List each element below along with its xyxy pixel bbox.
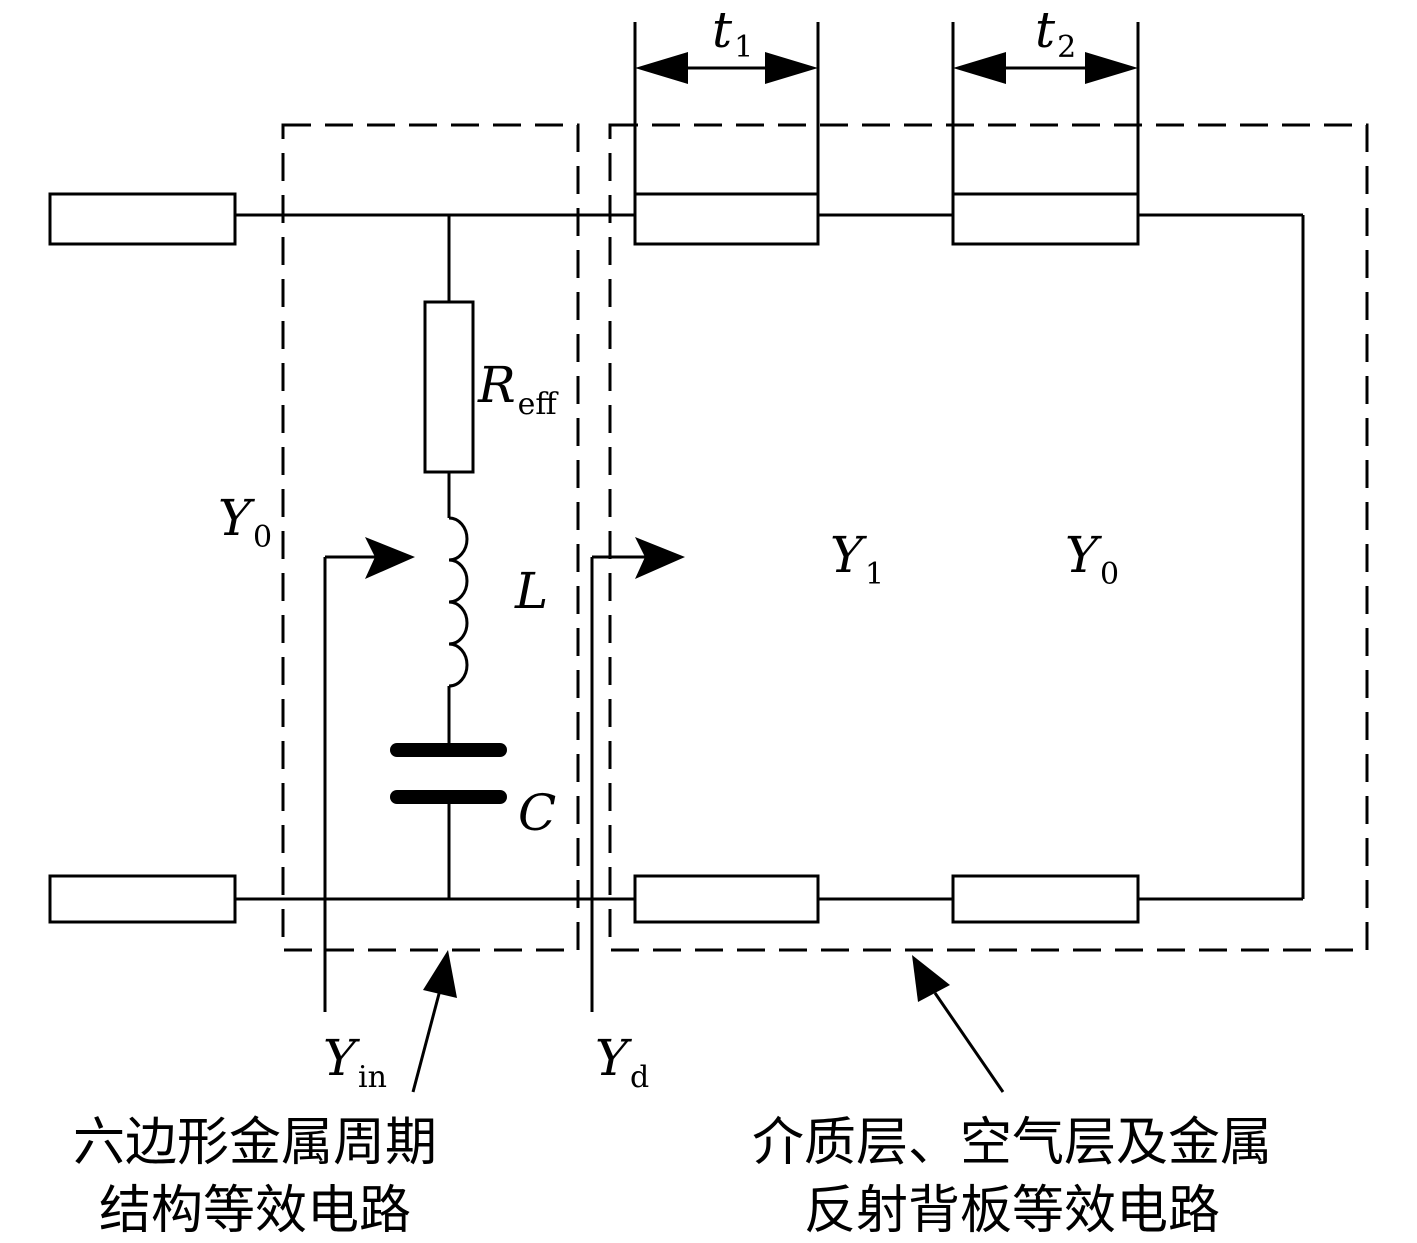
line1-top	[633, 192, 820, 246]
inductor-l	[448, 516, 469, 688]
t1-arrow-left	[635, 52, 688, 84]
left-caption-pointer-head	[423, 950, 457, 998]
t2-arrow-right	[1085, 52, 1138, 84]
y0-left-label: Y0	[218, 489, 272, 555]
yd-label: Yd	[595, 1029, 649, 1095]
t2-label: t2	[1035, 1, 1076, 65]
line2-top	[951, 192, 1140, 246]
fss-dashed-box	[281, 123, 580, 952]
line2-bottom	[951, 874, 1140, 924]
port-bottom	[48, 874, 237, 924]
left-caption-pointer-shaft	[411, 989, 442, 1093]
reff-label: Reff	[477, 356, 559, 422]
line1-bottom	[633, 874, 820, 924]
right-caption-line1: 介质层、空气层及金属	[752, 1113, 1272, 1173]
right-caption-pointer-head	[912, 955, 950, 1002]
left-caption-line1: 六边形金属周期	[73, 1113, 437, 1173]
resistor-reff	[423, 300, 475, 474]
capacitor-label: C	[518, 784, 556, 842]
y0-right-label: Y0	[1065, 526, 1119, 592]
inductor-label: L	[514, 562, 548, 620]
yin-arrow-head	[365, 537, 415, 579]
t1-label: t1	[712, 1, 753, 65]
t2-arrow-left	[953, 52, 1006, 84]
right-caption-line2: 反射背板等效电路	[804, 1181, 1220, 1241]
left-caption-line2: 结构等效电路	[99, 1181, 411, 1241]
y1-label: Y1	[830, 526, 884, 592]
yin-label: Yin	[323, 1029, 387, 1095]
port-top	[48, 192, 237, 246]
backplane-dashed-box	[608, 123, 1369, 952]
t1-arrow-right	[765, 52, 818, 84]
yd-arrow-head	[635, 537, 685, 579]
right-caption-pointer-shaft	[933, 992, 1005, 1093]
